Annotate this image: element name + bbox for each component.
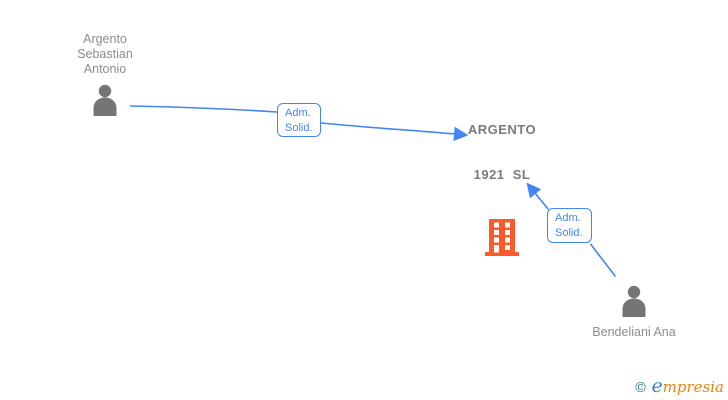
edge-line-person1-to-label <box>129 105 278 113</box>
person-node-bendeliani-ana[interactable]: Bendeliani Ana <box>584 285 684 340</box>
edge-line-label-to-company-arrow <box>320 122 469 142</box>
edge-line-person2-to-label <box>589 243 617 277</box>
person-name-label: Argento Sebastian Antonio <box>77 32 133 76</box>
copyright-icon: © <box>633 380 648 396</box>
company-name-line2: 1921 SL <box>473 167 531 182</box>
edge-label-adm-solid-2: Adm. Solid. <box>547 208 592 243</box>
person-icon <box>90 84 120 121</box>
edge-line-label-to-company-arrow-2 <box>526 182 550 211</box>
edge-label-adm-solid-1: Adm. Solid. <box>277 103 321 137</box>
edge-label-line2: Solid. <box>555 227 583 239</box>
brand-rest: mpresia <box>662 378 724 396</box>
company-name-line1: ARGENTO <box>467 122 537 137</box>
edge-label-line2: Solid. <box>285 122 313 134</box>
building-icon <box>485 219 519 261</box>
person-node-argento-sebastian-antonio[interactable]: Argento Sebastian Antonio <box>55 32 155 121</box>
edge-label-line1: Adm. <box>555 212 581 224</box>
company-node-argento-1921-sl[interactable]: ARGENTO 1921 SL <box>452 92 552 261</box>
empresia-logo: ©empresia <box>633 375 724 397</box>
edge-label-line1: Adm. <box>285 107 311 119</box>
person-icon <box>619 285 649 322</box>
person-name-label: Bendeliani Ana <box>592 325 676 339</box>
brand-initial: e <box>651 375 663 397</box>
